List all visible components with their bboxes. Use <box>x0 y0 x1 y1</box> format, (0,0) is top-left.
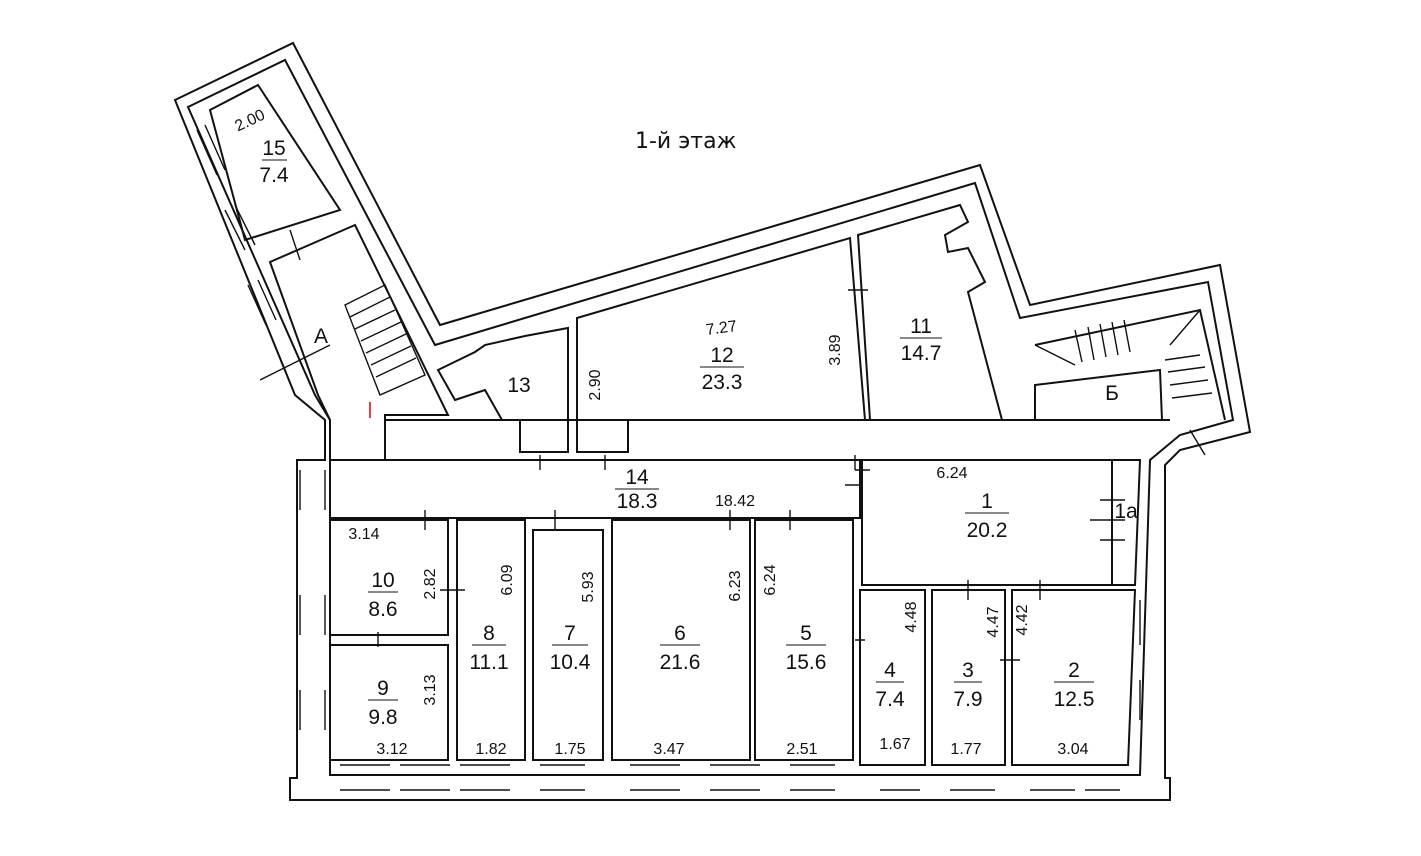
plan-text: 3.13 <box>422 674 439 705</box>
stair-b-outline <box>1034 308 1226 421</box>
plan-text: 9.8 <box>368 706 397 729</box>
room-label-1: 120.2 <box>965 490 1009 542</box>
plan-text: 7.27 <box>705 318 738 339</box>
plan-mark <box>186 58 1235 776</box>
plan-text: 2.51 <box>786 741 817 758</box>
stair-b-steps <box>1034 309 1213 399</box>
plan-text: 11 <box>910 315 932 338</box>
room-label-12: 12 23.3 <box>700 344 744 394</box>
plan-text: 4 <box>884 659 896 682</box>
plan-text: 3.47 <box>653 741 684 758</box>
room-6-outline <box>611 519 751 761</box>
plan-text: 10.4 <box>550 651 591 674</box>
room-7-outline <box>532 529 604 761</box>
plan-text: 6 <box>674 622 686 645</box>
plan-text: 18.3 <box>617 490 658 513</box>
stair-a-label: А <box>314 325 328 348</box>
plan-text: 14 <box>625 466 649 489</box>
plan-text: 1 <box>981 490 993 513</box>
plan-text: 12.5 <box>1054 688 1095 711</box>
plan-text: 8 <box>483 622 495 645</box>
plan-mark <box>299 470 1166 730</box>
plan-mark <box>340 764 1120 791</box>
room-label-2: 212.5 <box>1054 659 1095 711</box>
plan-text: 21.6 <box>660 651 701 674</box>
plan-text: 5.93 <box>580 571 597 602</box>
plan-text: 12 <box>710 344 733 367</box>
plan-text: 8.6 <box>368 598 397 621</box>
plan-mark <box>259 229 1206 661</box>
plan-text: 1.77 <box>950 741 981 758</box>
room-1-outline <box>861 459 1142 586</box>
room-label-3: 37.9 <box>953 659 982 711</box>
room-walls <box>208 83 1226 766</box>
plan-text: 6.24 <box>762 564 779 595</box>
room-label-8: 811.1 <box>469 622 508 674</box>
plan-text: 3 <box>962 659 974 682</box>
plan-mark <box>196 124 277 326</box>
room-label-4: 47.4 <box>875 659 905 711</box>
room-label-7: 710.4 <box>550 622 591 674</box>
plan-text: 7 <box>564 622 576 645</box>
room-label-1a: 1а <box>1114 500 1138 523</box>
room-15-outline <box>208 83 342 242</box>
plan-text: 3.89 <box>827 334 844 365</box>
room-13-outline <box>436 326 569 453</box>
plan-text: 3.04 <box>1057 741 1088 758</box>
stair-b-label: Б <box>1105 382 1119 405</box>
room-9-outline <box>329 644 449 761</box>
plan-text: 4.48 <box>903 601 920 632</box>
plan-text: 6.09 <box>499 564 516 595</box>
plan-text: 3.14 <box>348 526 379 543</box>
room-8-outline <box>456 519 526 761</box>
room-2-outline <box>1011 589 1137 766</box>
room-5-outline <box>754 519 854 761</box>
plan-text: 15.6 <box>786 651 827 674</box>
plan-text: 7.9 <box>953 688 982 711</box>
floor-title: 1-й этаж <box>635 129 737 154</box>
plan-text: 18.42 <box>715 493 755 510</box>
dimensions: 2.00 7.27 3.89 2.90 18.42 6.24 3.14 2.82… <box>232 107 1088 758</box>
room-10-outline <box>329 519 449 636</box>
plan-text: 6.24 <box>936 465 967 482</box>
plan-text: 2 <box>1068 659 1080 682</box>
plan-text: 4.42 <box>1014 604 1031 635</box>
plan-text: 6.23 <box>727 570 744 601</box>
plan-text: 20.2 <box>967 519 1008 542</box>
room-label-11: 11 14.7 <box>900 315 942 365</box>
plan-mark <box>173 41 1252 801</box>
plan-text: 2.82 <box>422 568 439 599</box>
windows <box>196 124 1166 791</box>
plan-text: 5 <box>800 622 812 645</box>
plan-text: 2.90 <box>587 369 604 400</box>
plan-text: 1.67 <box>879 736 910 753</box>
room-4-outline <box>859 589 926 766</box>
outer-walls <box>173 41 1252 801</box>
room-label-5: 515.6 <box>786 622 827 674</box>
plan-text: 10 <box>371 569 394 592</box>
room-label-10: 108.6 <box>368 569 398 621</box>
door-marks <box>259 229 1206 661</box>
room-label-9: 99.8 <box>368 677 398 729</box>
room-11-outline <box>856 203 1004 421</box>
room-label-15: 157.4 <box>259 137 289 187</box>
plan-text: 15 <box>262 137 285 160</box>
stair-a-steps <box>344 284 426 396</box>
plan-text: 3.12 <box>376 741 407 758</box>
plan-text: 7.4 <box>875 688 905 711</box>
room-label-6: 621.6 <box>660 622 701 674</box>
plan-text: 1.82 <box>475 741 506 758</box>
room-label-13: 13 <box>507 374 530 397</box>
plan-text: 9 <box>377 677 389 700</box>
plan-text: 7.4 <box>259 164 289 187</box>
plan-text: 1.75 <box>554 741 585 758</box>
plan-text: 4.47 <box>985 606 1002 637</box>
plan-text: 23.3 <box>702 371 743 394</box>
plan-text: 14.7 <box>901 342 942 365</box>
plan-text: 2.00 <box>232 107 267 136</box>
plan-text: 11.1 <box>469 651 508 674</box>
